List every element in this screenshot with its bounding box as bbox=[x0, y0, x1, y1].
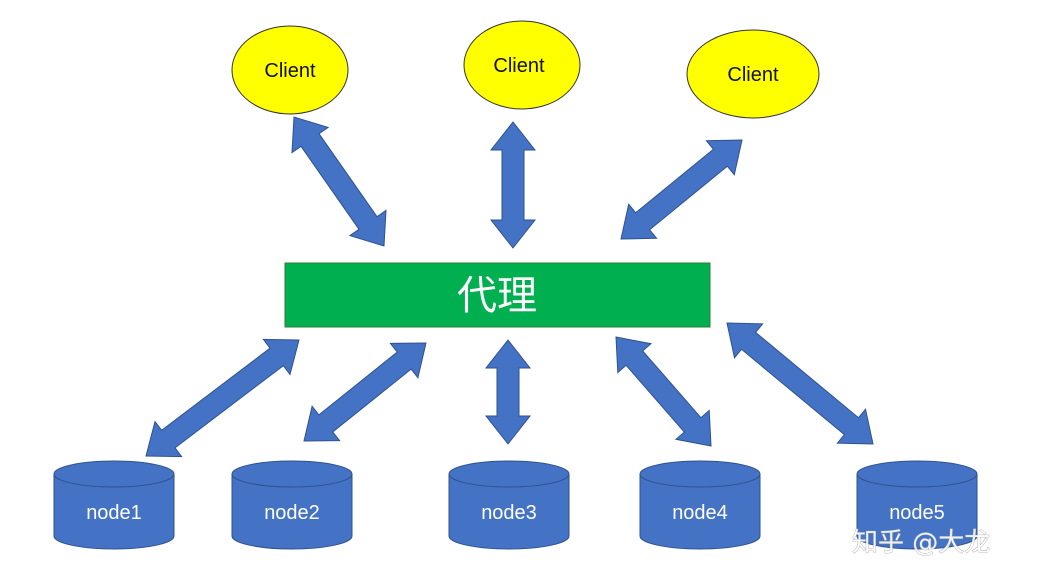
arrow-proxy-node5 bbox=[726, 322, 874, 445]
client-1: Client bbox=[231, 25, 349, 115]
arrow-proxy-node4 bbox=[615, 336, 712, 447]
client-2: Client bbox=[463, 20, 581, 110]
node-label: node2 bbox=[264, 502, 320, 524]
cylinder-top bbox=[53, 460, 175, 488]
node-label: node4 bbox=[672, 502, 728, 524]
arrow-proxy-node2 bbox=[303, 342, 427, 442]
arrow-client1-proxy bbox=[291, 116, 387, 247]
cylinder-top bbox=[231, 460, 353, 488]
cylinder-body bbox=[231, 473, 353, 550]
watermark-text: 知乎 @大龙 bbox=[852, 528, 990, 558]
proxy-box: 代理 bbox=[284, 262, 711, 328]
node-5: node5 bbox=[856, 460, 978, 550]
connector-arrows bbox=[145, 116, 874, 458]
proxy-label: 代理 bbox=[457, 273, 537, 319]
arrow-proxy-node3 bbox=[484, 339, 532, 445]
client-label: Client bbox=[727, 64, 779, 86]
client-ellipse bbox=[463, 20, 581, 110]
client-label: Client bbox=[493, 55, 545, 77]
node-label: node5 bbox=[889, 502, 945, 524]
node-label: node1 bbox=[86, 502, 142, 524]
proxy-rect bbox=[284, 262, 711, 328]
client-ellipse bbox=[686, 29, 820, 119]
arrow-client3-proxy bbox=[620, 139, 743, 240]
node-1: node1 bbox=[53, 460, 175, 550]
cylinder-top bbox=[856, 460, 978, 488]
node-4: node4 bbox=[639, 460, 761, 550]
cylinder-top bbox=[639, 460, 761, 488]
node-2: node2 bbox=[231, 460, 353, 550]
cylinder-body bbox=[53, 473, 175, 550]
cylinder-body bbox=[856, 473, 978, 550]
arrow-client2-proxy bbox=[489, 121, 537, 249]
arrow-proxy-node1 bbox=[145, 338, 300, 458]
node-group: node1 node2 node3 node4 node5 bbox=[53, 460, 978, 550]
client-label: Client bbox=[264, 60, 316, 82]
node-3: node3 bbox=[448, 460, 570, 550]
client-3: Client bbox=[686, 29, 820, 119]
client-ellipse bbox=[231, 25, 349, 115]
node-label: node3 bbox=[481, 502, 537, 524]
cylinder-body bbox=[448, 473, 570, 550]
cylinder-top bbox=[448, 460, 570, 488]
cylinder-body bbox=[639, 473, 761, 550]
